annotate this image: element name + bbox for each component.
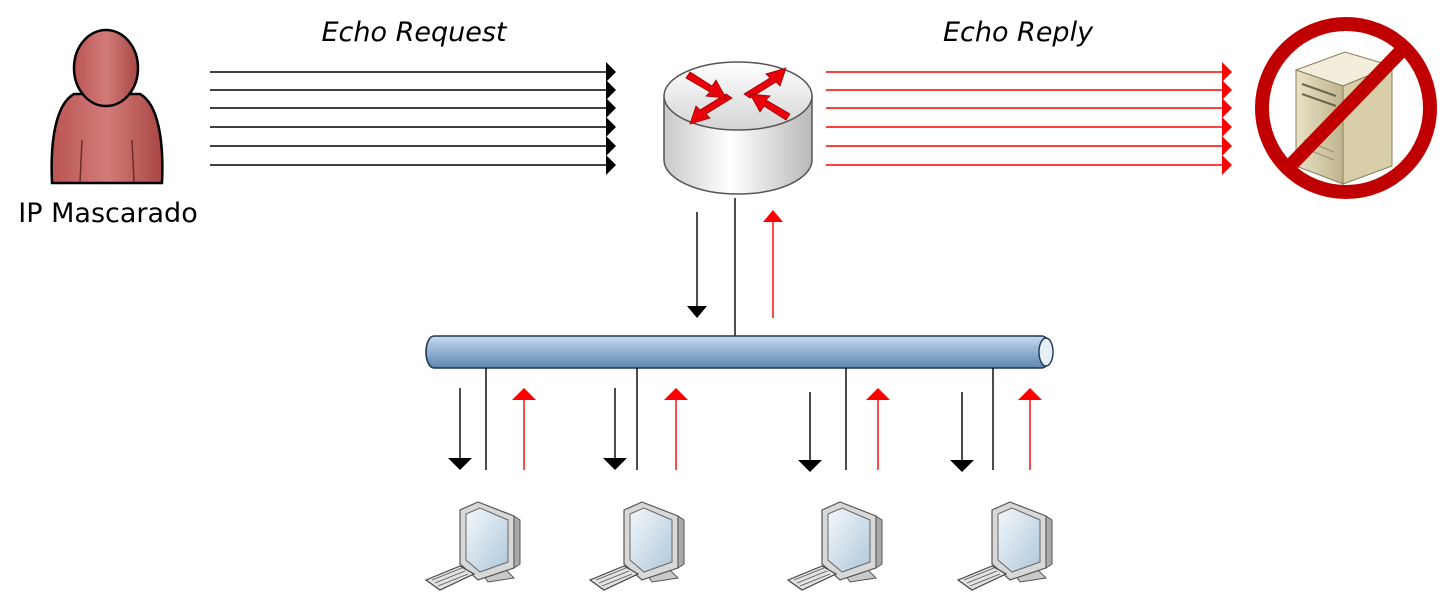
host-3-links — [798, 368, 890, 472]
workstation-icon — [425, 501, 521, 591]
prohibited-icon — [1255, 17, 1437, 199]
echo-reply-arrowheads — [1222, 62, 1232, 175]
echo-reply-lines — [826, 71, 1224, 166]
echo-request-lines — [210, 71, 608, 166]
router-icon — [663, 61, 813, 195]
network-bus — [425, 335, 1054, 369]
echo-request-label: Echo Request — [321, 17, 507, 48]
router-bus-link — [687, 198, 783, 336]
echo-reply-label: Echo Reply — [943, 17, 1094, 48]
person-icon — [50, 28, 164, 185]
host-4-links — [950, 368, 1042, 472]
workstation-icon — [787, 501, 883, 591]
host-1-links — [448, 368, 536, 470]
host-2-links — [603, 368, 688, 470]
workstation-icon — [589, 501, 685, 591]
attacker-label: IP Mascarado — [18, 198, 197, 229]
workstation-icon — [957, 501, 1053, 591]
echo-request-arrowheads — [606, 62, 616, 175]
